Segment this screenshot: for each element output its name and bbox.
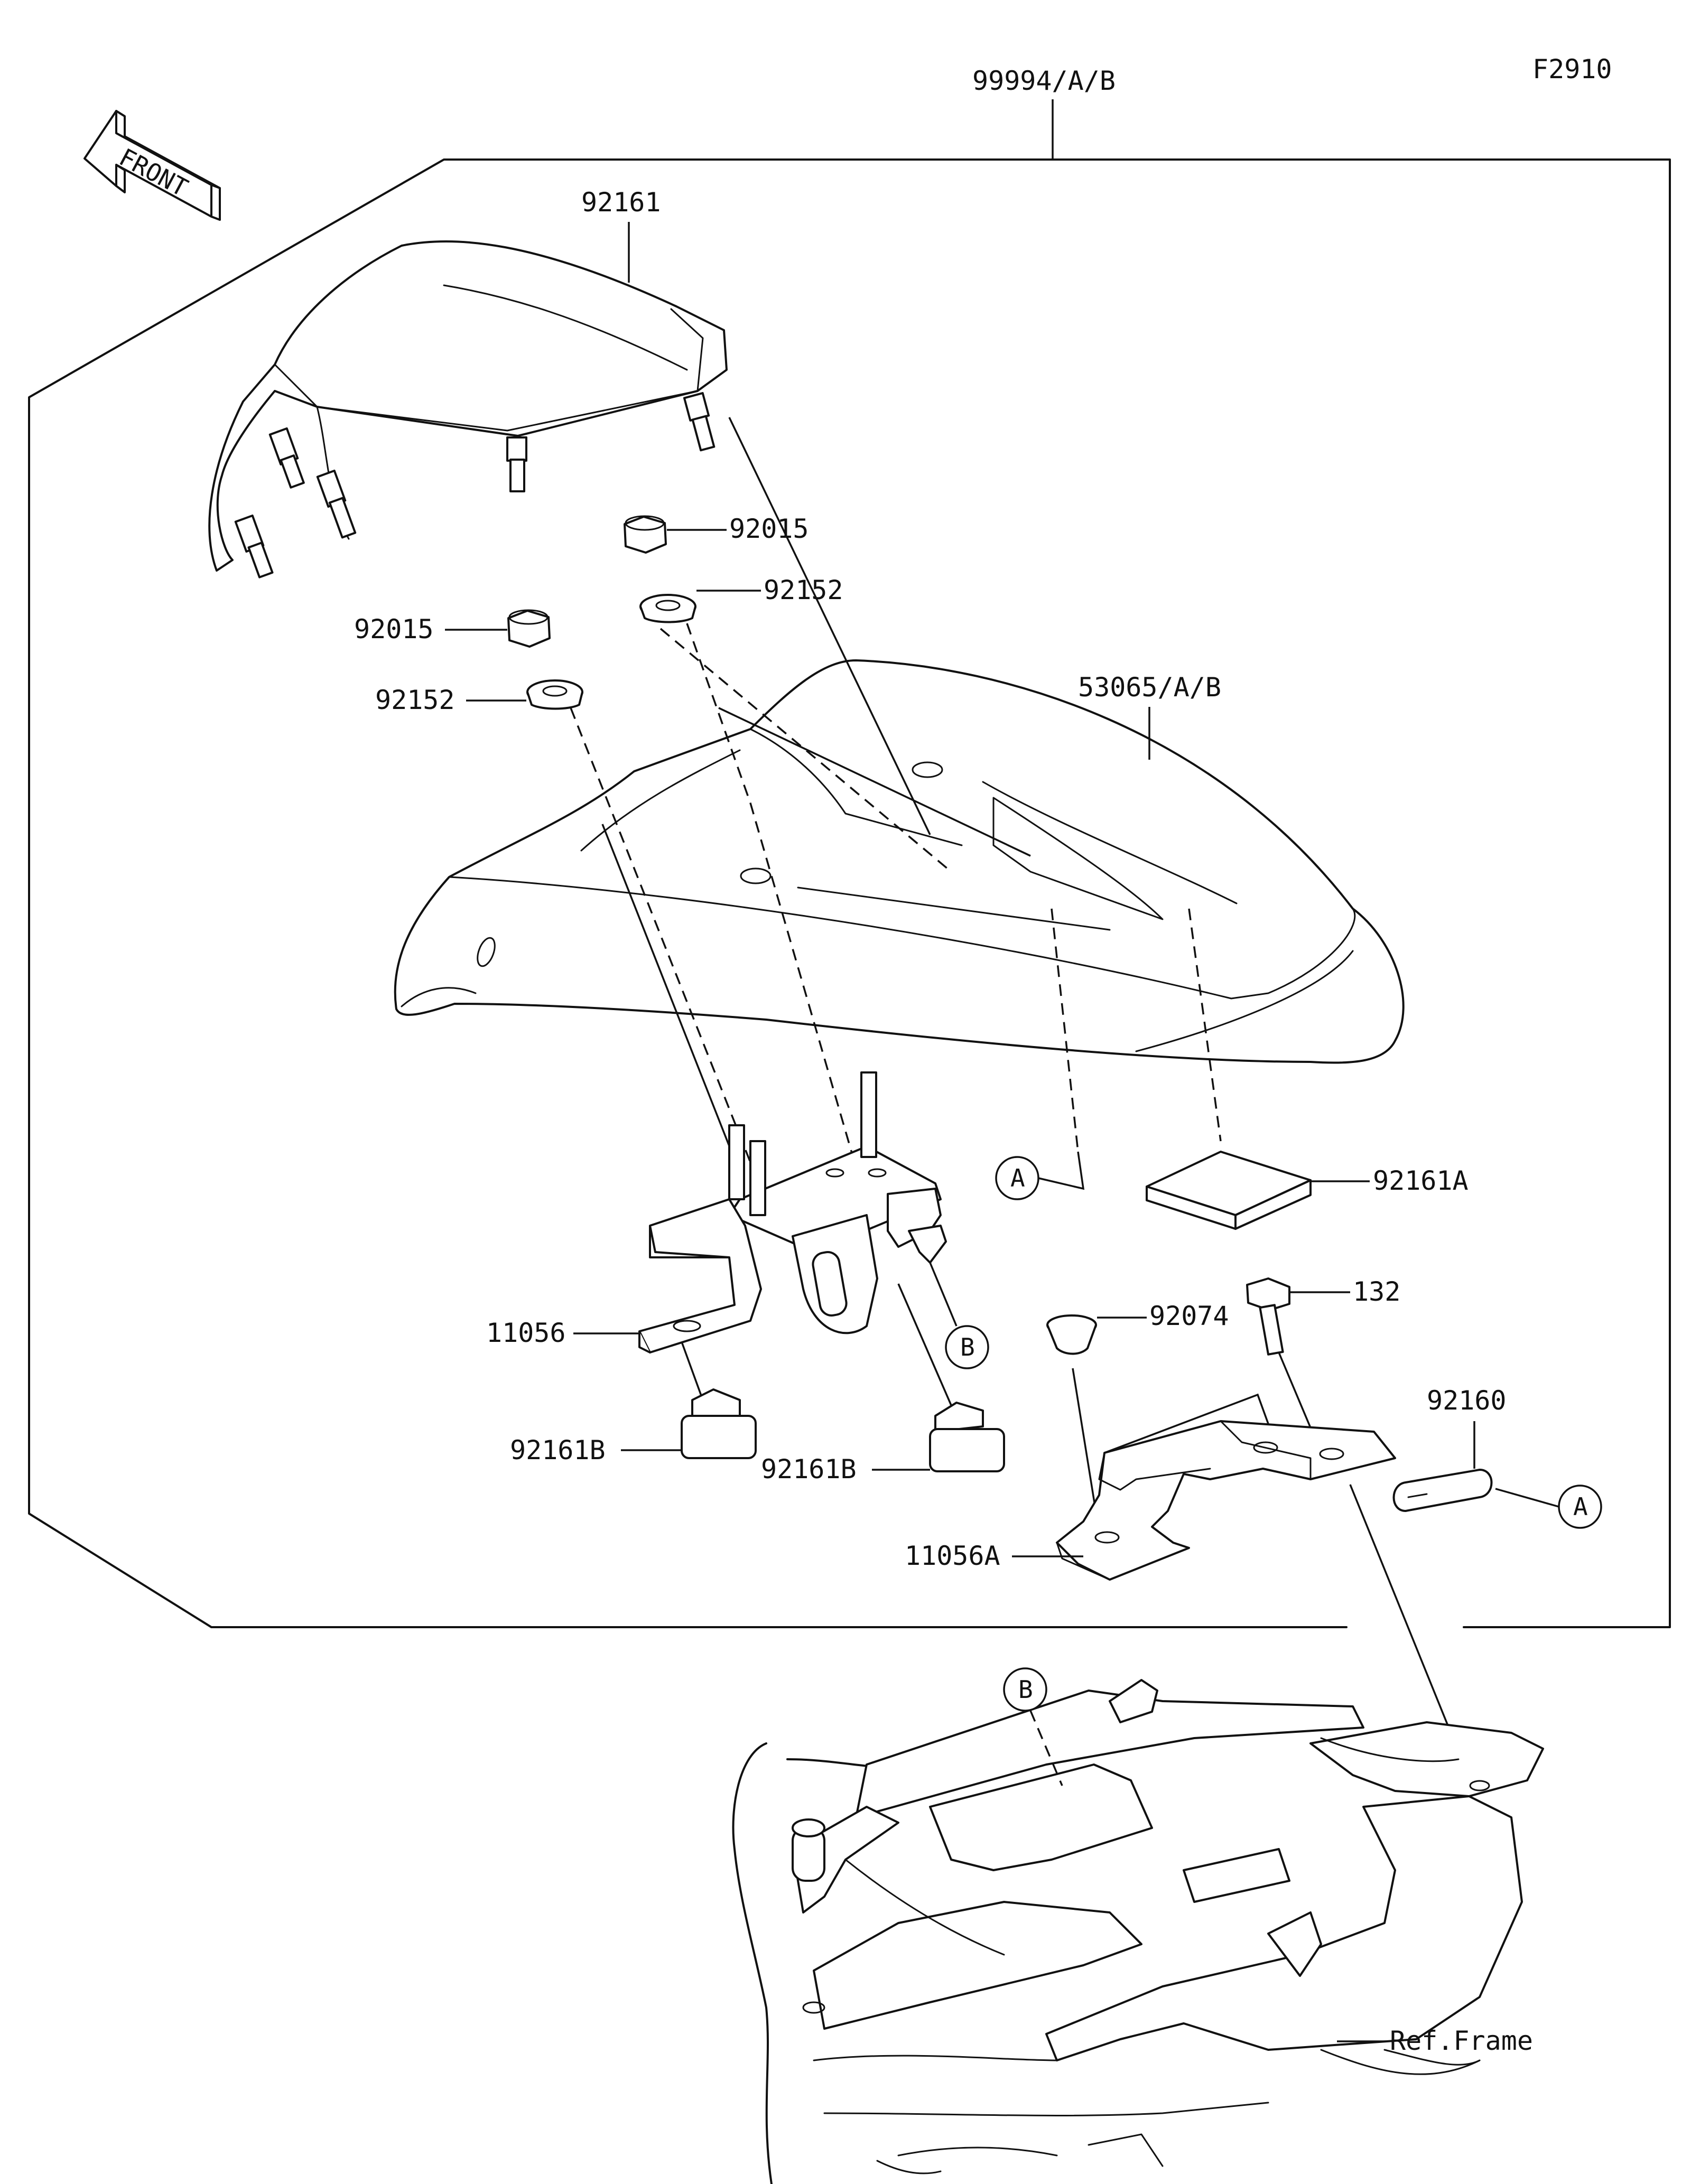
callout-a-tape-text: A bbox=[1573, 1492, 1588, 1521]
part-label-nut-left: 92015 bbox=[354, 614, 434, 645]
bolt-part bbox=[1246, 1277, 1290, 1356]
washer-upper-part bbox=[639, 594, 696, 623]
seat-cover-stud bbox=[683, 392, 716, 452]
seat-cover-stud bbox=[234, 514, 274, 578]
callout-b-frame: B bbox=[1003, 1667, 1063, 1786]
seat-cover-stud bbox=[316, 469, 357, 539]
part-label-tape: 92160 bbox=[1427, 1385, 1507, 1416]
seat-cover-stud bbox=[268, 427, 305, 489]
callout-a-cowl-text: A bbox=[1010, 1164, 1025, 1192]
figure-id: F2910 bbox=[1532, 54, 1612, 85]
nut-left-part bbox=[507, 609, 551, 648]
part-label-ref-frame: Ref.Frame bbox=[1390, 2026, 1533, 2056]
part-label-nut-upper: 92015 bbox=[729, 514, 809, 544]
dashed-assembly-line bbox=[570, 707, 751, 1163]
nut-upper-part bbox=[624, 515, 667, 554]
callout-b-frame-text: B bbox=[1018, 1675, 1033, 1704]
kit-label: 99994/A/B bbox=[972, 66, 1116, 96]
front-arrow-icon: FRONT bbox=[83, 110, 221, 221]
assembly-line bbox=[601, 824, 741, 1173]
bracket-a-part bbox=[1056, 1420, 1396, 1581]
part-label-grommet: 92074 bbox=[1149, 1301, 1229, 1331]
part-label-washer-upper: 92152 bbox=[764, 575, 843, 605]
cowl-part bbox=[394, 659, 1405, 1064]
callout-b-bracket-text: B bbox=[960, 1333, 975, 1361]
kit-boundary bbox=[28, 158, 1671, 1628]
tape-part bbox=[1392, 1469, 1493, 1512]
part-label-washer-left: 92152 bbox=[375, 685, 455, 715]
callout-b-bracket: B bbox=[929, 1262, 989, 1369]
dashed-assembly-line bbox=[686, 623, 751, 804]
dashed-assembly-line bbox=[659, 628, 952, 873]
part-label-seat-cover: 92161 bbox=[581, 187, 661, 218]
grommet-part bbox=[1046, 1314, 1097, 1355]
assembly-line bbox=[718, 707, 1031, 857]
part-label-bracket-a: 11056A bbox=[905, 1541, 1000, 1571]
callout-a-cowl: A bbox=[995, 1151, 1085, 1200]
part-label-cowl: 53065/A/B bbox=[1078, 672, 1221, 703]
bracket-part bbox=[638, 1071, 947, 1354]
part-label-damper-right: 92161B bbox=[761, 1454, 857, 1485]
part-label-bolt: 132 bbox=[1353, 1276, 1400, 1307]
callout-a-tape: A bbox=[1495, 1485, 1602, 1529]
damper-right-part bbox=[897, 1283, 1005, 1472]
ref-frame-part bbox=[732, 1679, 1544, 2184]
seat-cover-stud bbox=[506, 436, 527, 492]
pad-a-part bbox=[1146, 1151, 1312, 1230]
dashed-assembly-line bbox=[1051, 908, 1079, 1152]
part-label-pad-a: 92161A bbox=[1373, 1165, 1469, 1196]
washer-left-part bbox=[526, 679, 583, 710]
damper-left-part bbox=[681, 1341, 757, 1459]
dashed-assembly-line bbox=[1188, 908, 1222, 1142]
part-label-bracket: 11056 bbox=[486, 1318, 566, 1348]
part-label-damper-left: 92161B bbox=[510, 1435, 606, 1466]
assembly-line bbox=[728, 417, 931, 835]
dashed-assembly-line bbox=[749, 802, 857, 1168]
seat-cover-part bbox=[208, 240, 728, 578]
